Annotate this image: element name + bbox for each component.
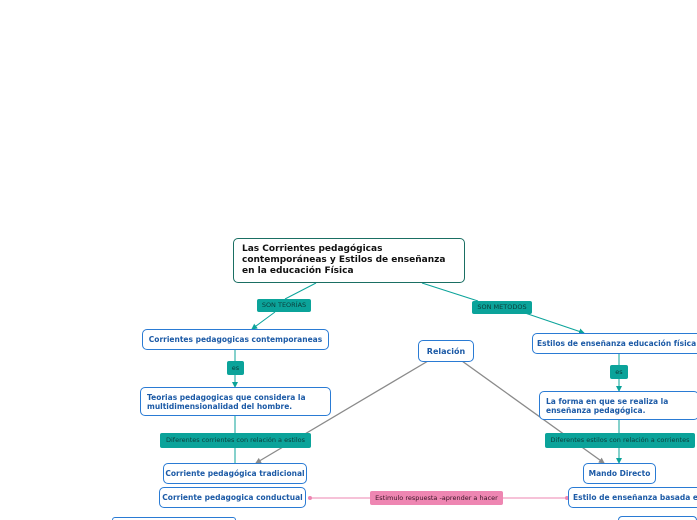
- node-relacion-label: Relación: [426, 346, 466, 356]
- node-teorias[interactable]: Teorias pedagogicas que considera la mul…: [140, 387, 331, 416]
- label-es-right[interactable]: es: [610, 365, 628, 379]
- node-conductual[interactable]: Corriente pedagogica conductual: [159, 487, 306, 508]
- label-diferentes-corrientes[interactable]: Diferentes corrientes con relación a est…: [160, 433, 311, 448]
- node-tradicional[interactable]: Corriente pedagógica tradicional: [163, 463, 307, 484]
- node-partial-bottom-left[interactable]: [112, 517, 236, 520]
- node-relacion[interactable]: Relación: [418, 340, 474, 362]
- node-forma[interactable]: La forma en que se realiza la enseñanza …: [539, 391, 697, 420]
- node-estilos[interactable]: Estilos de enseñanza educación física: [532, 333, 697, 354]
- edge-root-son-teorias: [284, 282, 317, 300]
- node-teorias-label: Teorias pedagogicas que considera la mul…: [147, 392, 306, 411]
- edge-root-son-metodos: [421, 282, 479, 302]
- pink-dot-left: [308, 496, 312, 500]
- node-forma-label: La forma en que se realiza la enseñanza …: [546, 396, 669, 415]
- label-es-left[interactable]: es: [227, 361, 244, 375]
- edge-son-metodos-estilos: [524, 312, 585, 335]
- label-diferentes-estilos[interactable]: Diferentes estilos con relación a corrie…: [545, 433, 695, 448]
- node-corrientes-label: Corrientes pedagogicas contemporaneas: [148, 335, 323, 344]
- label-son-teorias[interactable]: SON TEORÍAS: [257, 299, 311, 312]
- node-tradicional-label: Corriente pedagógica tradicional: [165, 469, 305, 478]
- root-title: Las Corrientes pedagógicas contemporánea…: [242, 244, 446, 276]
- root-node[interactable]: Las Corrientes pedagógicas contemporánea…: [233, 238, 465, 283]
- node-estilos-label: Estilos de enseñanza educación física: [537, 339, 697, 348]
- node-estilo-basado-label: Estilo de enseñanza basada en: [573, 493, 697, 502]
- label-estimulo-respuesta[interactable]: Estimulo respuesta -aprender a hacer: [370, 491, 503, 505]
- node-mando-label: Mando Directo: [588, 469, 651, 478]
- edge-son-teorias-corrientes: [251, 311, 276, 330]
- node-estilo-basado[interactable]: Estilo de enseñanza basada en: [568, 487, 697, 508]
- node-conductual-label: Corriente pedagogica conductual: [162, 493, 303, 502]
- label-son-metodos[interactable]: SON METODOS: [472, 301, 532, 314]
- node-mando-directo[interactable]: Mando Directo: [583, 463, 656, 484]
- node-corrientes[interactable]: Corrientes pedagogicas contemporaneas: [142, 329, 329, 350]
- node-partial-bottom-right[interactable]: [618, 516, 697, 520]
